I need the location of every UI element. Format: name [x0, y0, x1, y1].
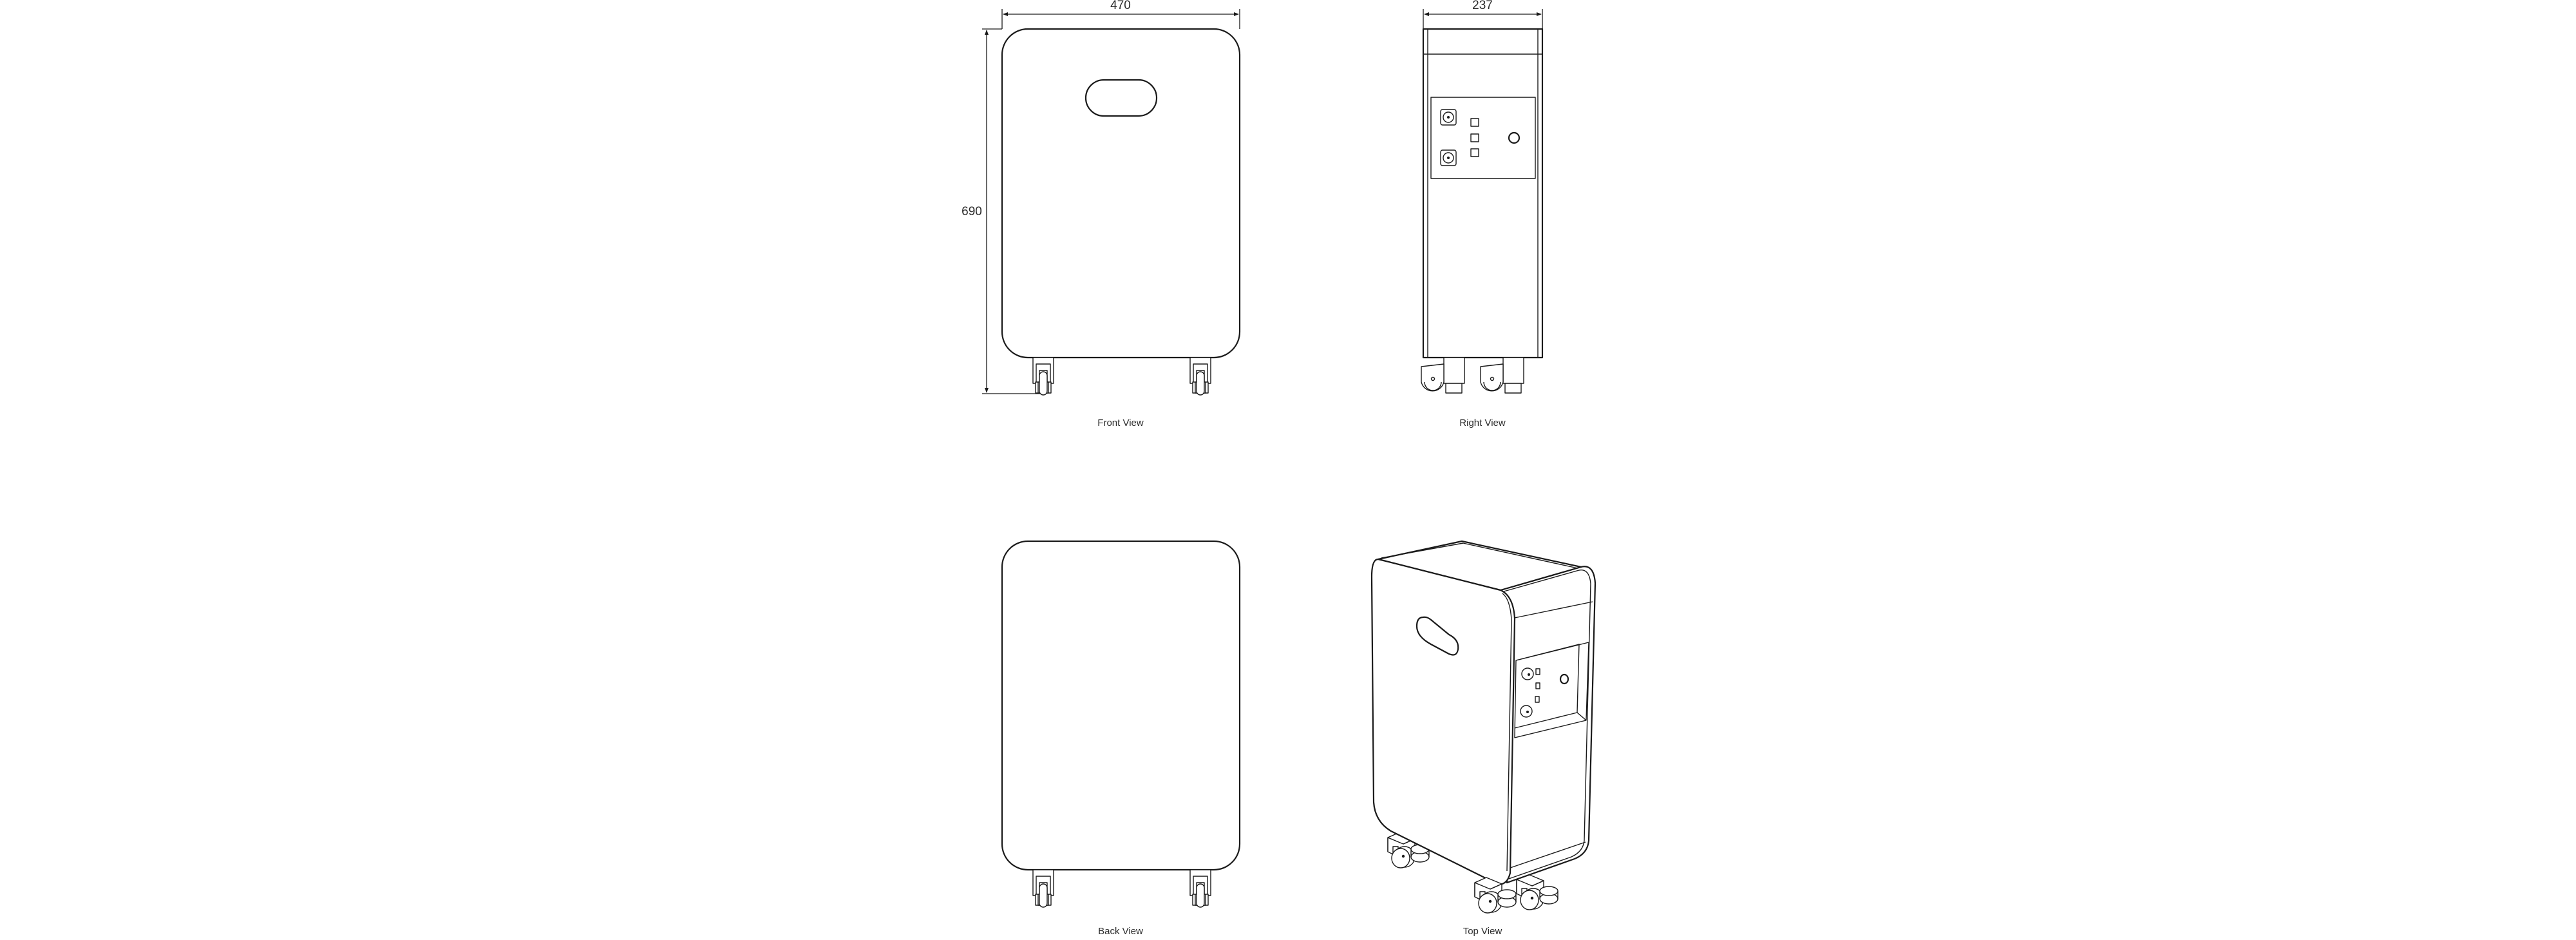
back-view	[1001, 540, 1241, 908]
handle-cutout	[1416, 616, 1459, 656]
indicator-square-icon	[1535, 668, 1540, 675]
caster-left	[1032, 869, 1054, 908]
height-dimension-line	[982, 28, 1043, 394]
caster-iso-front	[1474, 877, 1517, 914]
power-button-icon	[1559, 673, 1569, 685]
width-dimension-line	[1001, 9, 1240, 29]
caster-right	[1189, 869, 1211, 908]
side-body	[1422, 28, 1544, 359]
indicator-square-icon	[1470, 148, 1479, 157]
iso-view-label: Top View	[1463, 926, 1502, 937]
coax-connector-icon	[1440, 149, 1457, 166]
coax-connector-icon	[1520, 705, 1533, 718]
back-view-label: Back View	[1098, 926, 1143, 937]
caster-side-left	[1421, 357, 1465, 394]
back-panel-body	[1001, 540, 1241, 871]
front-view	[982, 9, 1241, 396]
right-view-label: Right View	[1459, 417, 1506, 428]
handle-cutout	[1084, 79, 1158, 117]
indicator-square-icon	[1535, 682, 1540, 689]
iso-view	[1370, 540, 1596, 914]
front-view-label: Front View	[1097, 417, 1144, 428]
coax-connector-icon	[1521, 667, 1534, 680]
caster-iso-right	[1516, 874, 1558, 910]
connector-panel	[1430, 97, 1536, 179]
indicator-square-icon	[1470, 118, 1479, 127]
caster-left	[1032, 357, 1054, 396]
iso-connector-panel	[1514, 642, 1589, 738]
indicator-square-icon	[1535, 696, 1540, 703]
caster-right	[1189, 357, 1211, 396]
indicator-square-icon	[1470, 133, 1479, 142]
caster-side-right	[1480, 357, 1524, 394]
height-dimension-label: 690	[961, 205, 982, 218]
power-button-icon	[1508, 131, 1520, 144]
right-view	[1421, 9, 1544, 394]
width-dimension-label: 470	[1110, 0, 1131, 12]
depth-dimension-line	[1423, 9, 1543, 29]
coax-connector-icon	[1440, 109, 1457, 126]
depth-dimension-label: 237	[1472, 0, 1493, 12]
front-panel-body	[1001, 28, 1241, 359]
